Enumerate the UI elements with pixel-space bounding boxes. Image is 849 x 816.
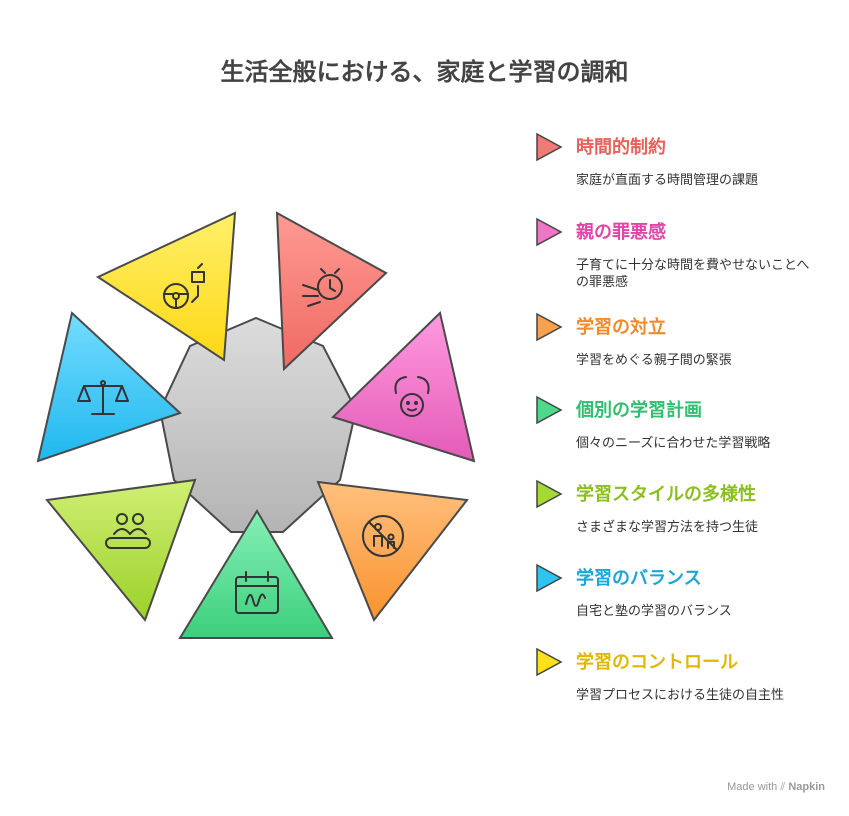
footer-credit: Made with ⫽ Napkin <box>727 781 825 794</box>
legend-triangle-marker <box>536 217 563 247</box>
triangle-individual-plan <box>178 509 334 639</box>
legend-description: 学習プロセスにおける生徒の自主性 <box>576 688 785 703</box>
legend-triangle-marker <box>536 479 563 509</box>
legend-triangle-marker <box>536 563 563 593</box>
clock-hand-icon <box>302 268 343 307</box>
footer-brand: Napkin <box>788 781 825 793</box>
legend-triangle-marker <box>536 132 563 162</box>
group-bench-icon <box>105 513 151 549</box>
legend-triangle-marker <box>536 395 563 425</box>
legend-description: 自宅と塾の学習のバランス <box>576 604 732 619</box>
legend-description: 学習をめぐる親子間の緊張 <box>576 353 732 368</box>
legend-title: 学習の対立 <box>576 317 666 338</box>
legend-title: 学習スタイルの多様性 <box>576 484 756 505</box>
legend-triangle-marker <box>536 647 563 677</box>
triangle-control <box>95 211 237 362</box>
legend-title: 学習のバランス <box>576 568 702 589</box>
triangle-learning-styles <box>45 478 197 623</box>
calendar-signature-icon <box>235 571 279 614</box>
legend-triangle-marker <box>536 312 563 342</box>
legend-description: さまざまな学習方法を持つ生徒 <box>576 520 759 535</box>
balance-scale-icon <box>77 380 129 415</box>
legend-description: 家庭が直面する時間管理の課題 <box>576 173 759 188</box>
legend-description: 個々のニーズに合わせた学習戦略 <box>576 436 771 451</box>
triangle-learning-conflict <box>316 480 469 622</box>
legend-title: 時間的制約 <box>576 137 666 158</box>
napkin-icon: ⫽ <box>780 781 786 793</box>
child-care-icon <box>394 376 430 417</box>
legend-title: 親の罪悪感 <box>576 222 666 243</box>
legend-description: 子育てに十分な時間を費やせないことへの罪悪感 <box>576 258 810 290</box>
legend-title: 学習のコントロール <box>576 652 738 673</box>
no-parent-child-icon <box>362 515 404 557</box>
legend-title: 個別の学習計画 <box>576 400 702 421</box>
page-title: 生活全般における、家庭と学習の調和 <box>220 58 629 86</box>
steering-wheel-icon <box>163 263 205 309</box>
triangle-parental-guilt <box>331 311 476 463</box>
triangle-time-constraint <box>275 211 388 372</box>
footer-made-with: Made with <box>727 781 778 793</box>
